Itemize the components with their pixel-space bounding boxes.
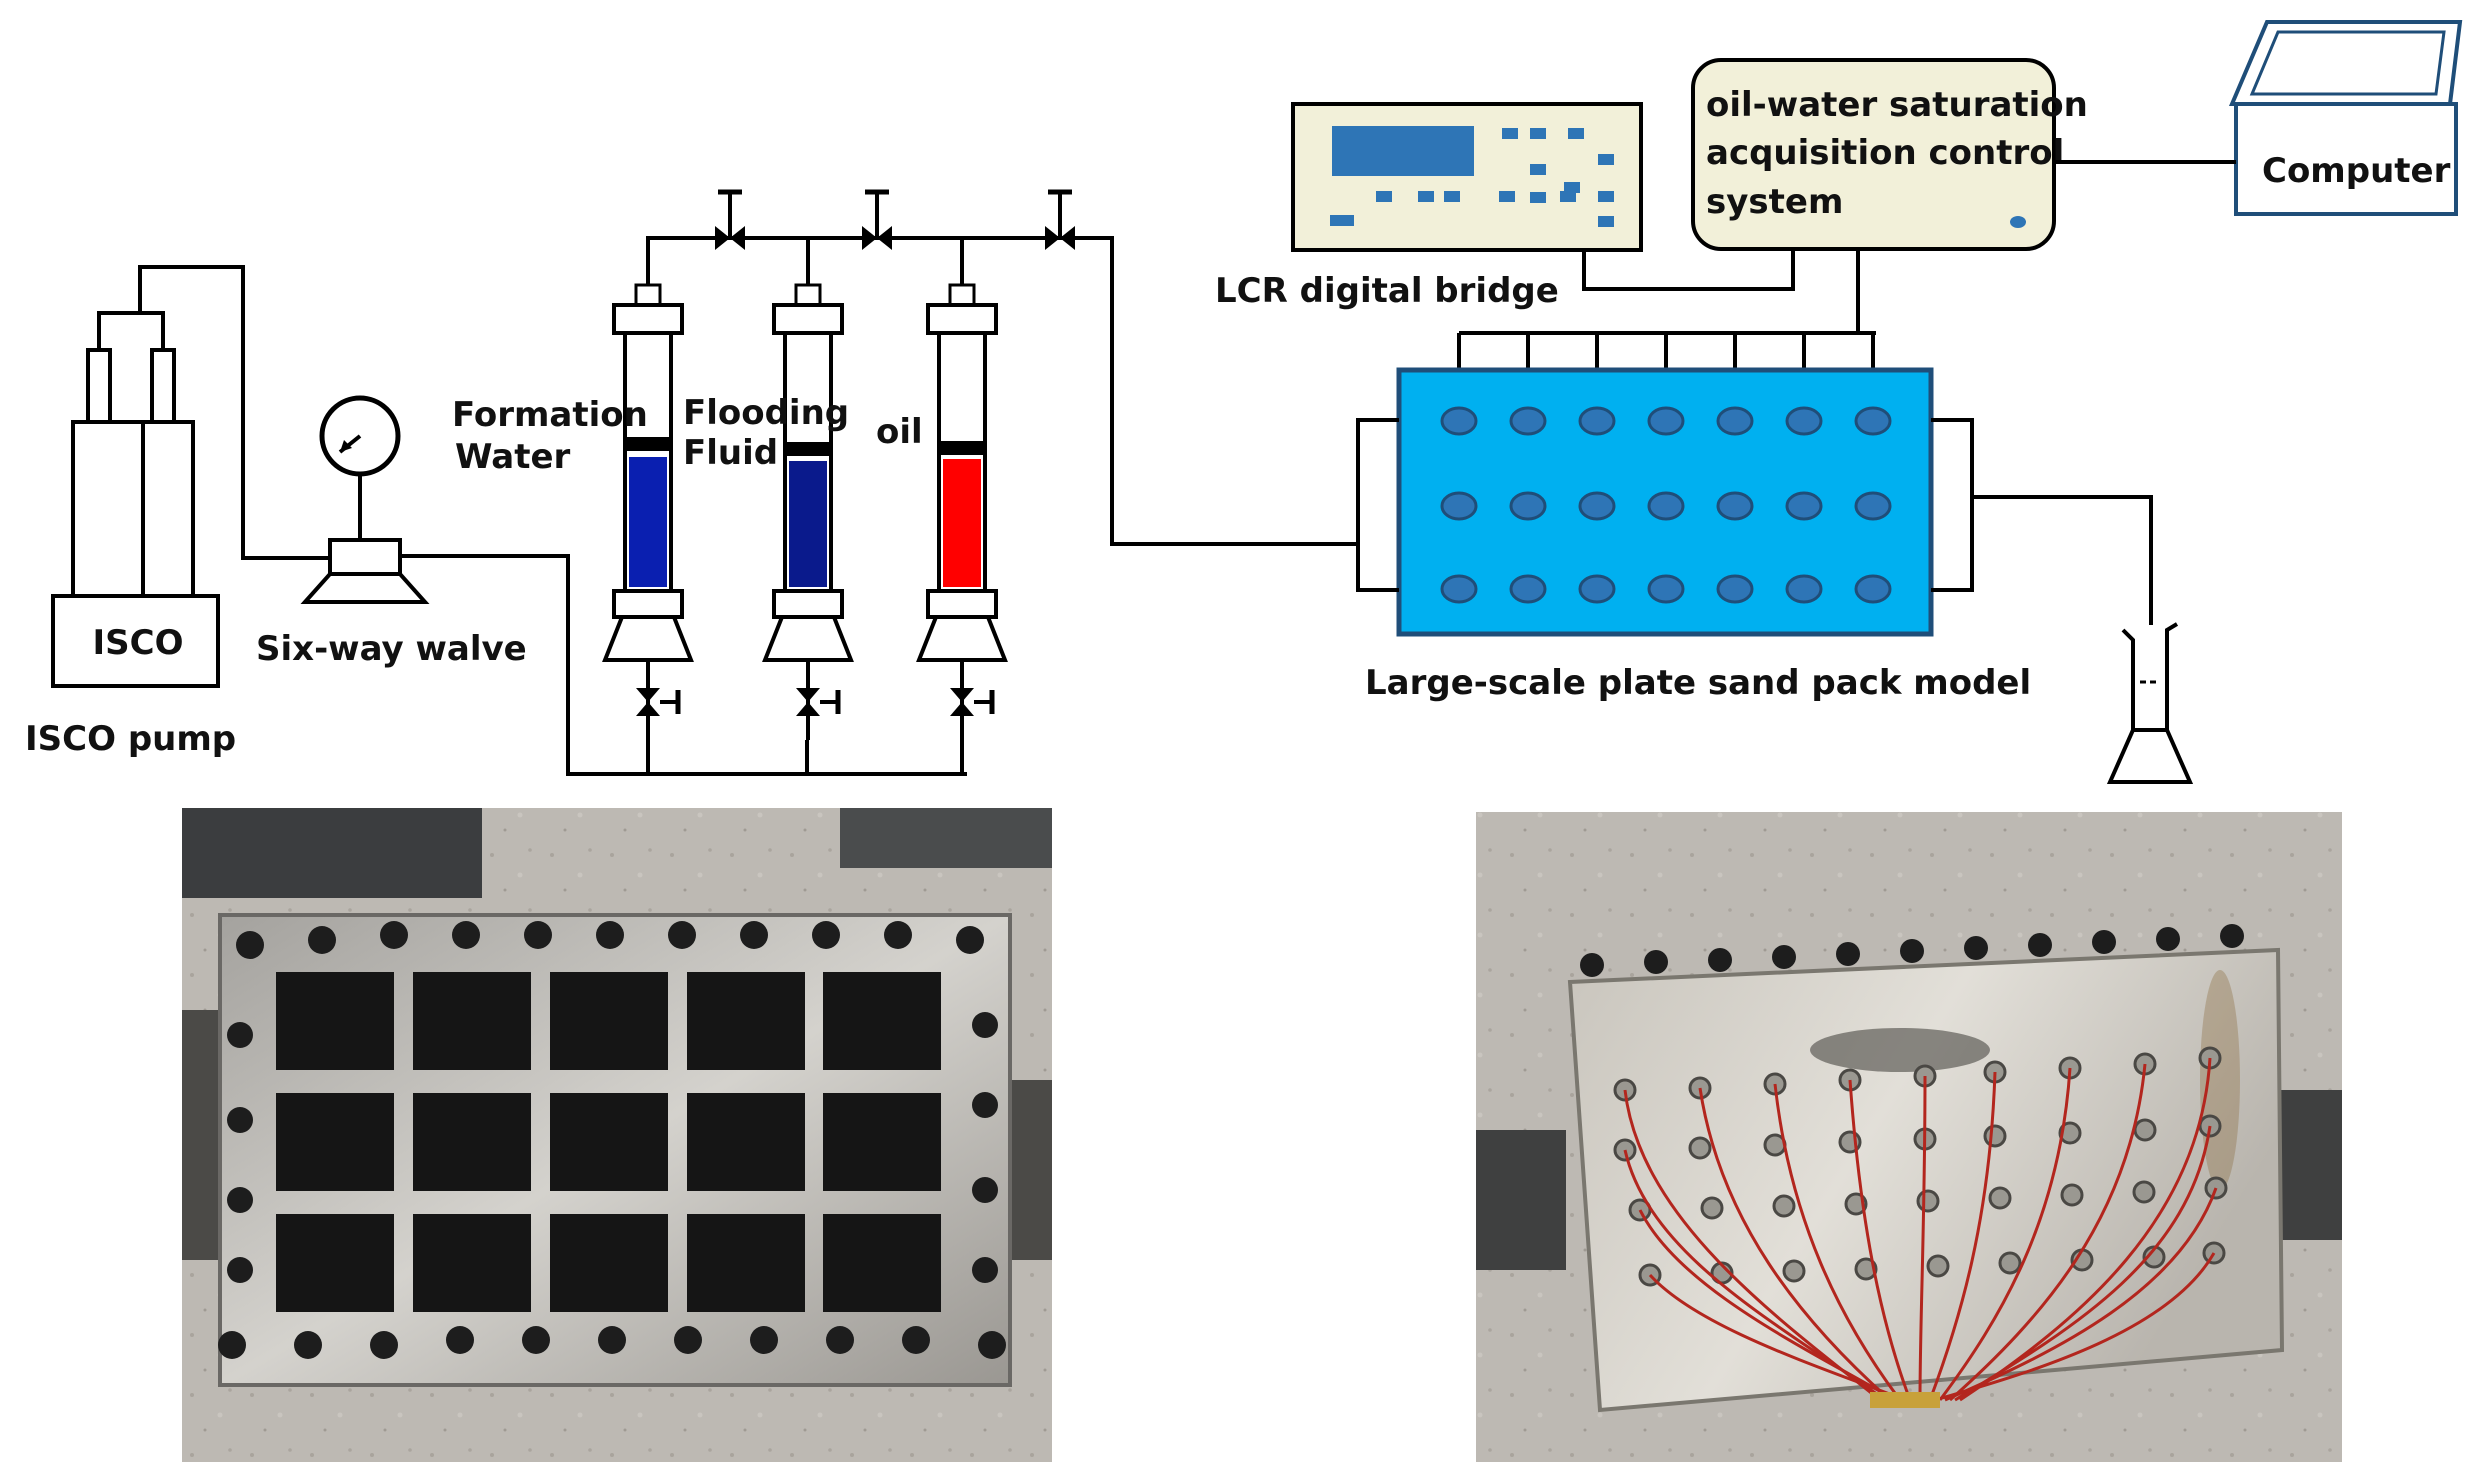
wired-model-top-bolts	[1580, 924, 2244, 977]
isco-pump-label: ISCO pump	[25, 719, 236, 759]
flooding-fluid-label-2: Fluid	[683, 433, 778, 473]
formation-water-label-2: Water	[455, 437, 571, 477]
bolts-top	[236, 921, 984, 959]
valve-top-3[interactable]	[1045, 189, 1075, 250]
container-formation-water	[602, 283, 694, 740]
valve-top-2[interactable]	[862, 189, 892, 250]
valve-top-1[interactable]	[715, 189, 745, 250]
container-flooding-fluid	[762, 283, 854, 740]
lcr-label: LCR digital bridge	[1215, 271, 1559, 311]
lcr-digital-bridge	[1291, 102, 1643, 252]
computer-label: Computer	[2262, 151, 2451, 191]
acq-label-2: acquisition control	[1706, 133, 2064, 173]
isco-pump: ISCO	[51, 265, 330, 688]
photo-wired-model	[1476, 812, 2342, 1462]
open-model-cells	[276, 972, 941, 1312]
lcr-buttons	[1330, 128, 1614, 227]
lcr-screen	[1332, 126, 1474, 176]
sand-pack-model	[1356, 367, 1974, 637]
six-way-valve[interactable]	[300, 395, 430, 604]
isco-box-label: ISCO	[93, 623, 184, 663]
formation-water-label-1: Formation	[452, 395, 648, 435]
bolts-bottom	[218, 1326, 1006, 1359]
bolts-side	[227, 1012, 998, 1283]
oil-label: oil	[876, 412, 923, 452]
acq-label-1: oil-water saturation	[1706, 85, 2088, 125]
acquisition-system-box	[1691, 58, 2056, 251]
electrode-array	[1440, 406, 1892, 604]
wired-model-electrodes	[1613, 1046, 2228, 1287]
measuring-cylinder-icon	[2106, 622, 2194, 784]
flooding-fluid-label-1: Flooding	[683, 393, 849, 433]
lead-wires	[1623, 1057, 2218, 1402]
photo-open-model	[182, 808, 1052, 1462]
six-way-label: Six-way walve	[256, 629, 527, 669]
status-led-icon	[2010, 216, 2026, 228]
computer	[2228, 20, 2463, 216]
container-oil	[916, 283, 1008, 740]
acq-label-3: system	[1706, 182, 1843, 222]
sand-pack-label: Large-scale plate sand pack model	[1365, 663, 2031, 703]
isco-box	[51, 594, 220, 688]
